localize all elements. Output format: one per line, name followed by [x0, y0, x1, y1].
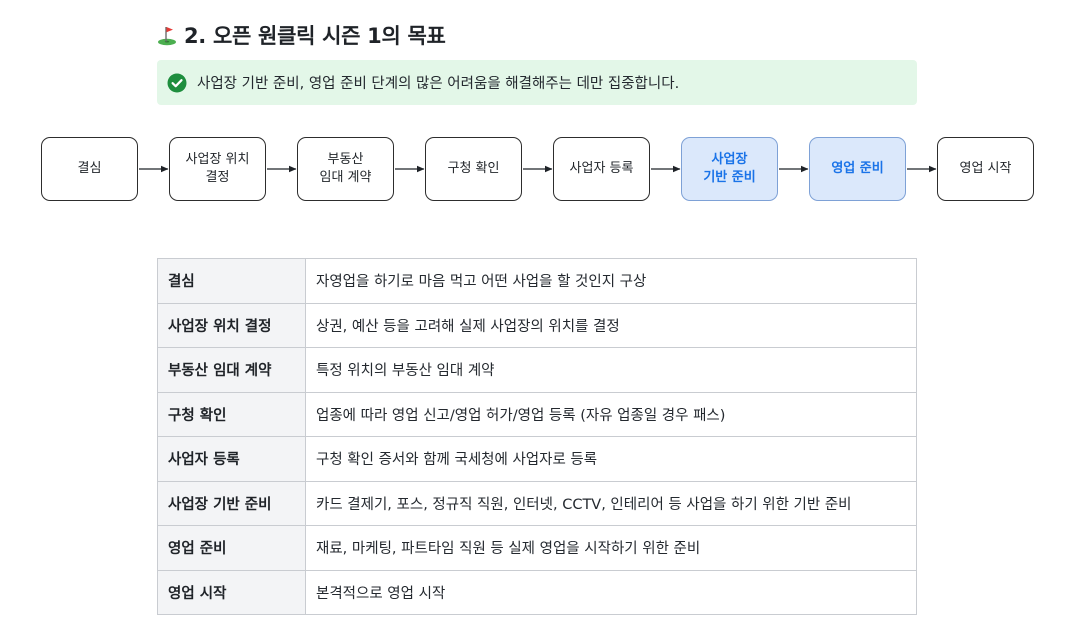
step-description-cell: 본격적으로 영업 시작: [305, 569, 917, 615]
flow-node: 부동산 임대 계약: [297, 137, 394, 201]
process-flow-diagram: 결심 사업장 위치 결정 부동산 임대 계약 구청 확인 사업자 등록 사업장 기반 준비…: [0, 0, 1074, 230]
flag-in-hole-icon: [158, 27, 176, 46]
step-name-cell: 사업자 등록: [157, 436, 306, 482]
page-title: 2. 오픈 원클릭 시즌 1의 목표: [184, 24, 446, 48]
flow-arrows: [139, 165, 937, 173]
step-description-cell: 업종에 따라 영업 신고/영업 허가/영업 등록 (자유 업종일 경우 패스): [305, 391, 917, 437]
flow-node: 영업 시작: [937, 137, 1034, 201]
step-description-cell: 구청 확인 증서와 함께 국세청에 사업자로 등록: [305, 436, 917, 482]
step-description-cell: 카드 결제기, 포스, 정규직 직원, 인터넷, CCTV, 인테리어 등 사업…: [305, 480, 917, 526]
step-name-cell: 영업 준비: [157, 525, 306, 571]
step-name-cell: 부동산 임대 계약: [157, 347, 306, 393]
flow-node: 구청 확인: [425, 137, 522, 201]
flow-node: 결심: [41, 137, 138, 201]
step-name-cell: 구청 확인: [157, 391, 306, 437]
flow-node: 영업 준비: [809, 137, 906, 201]
check-circle-icon: [167, 73, 187, 92]
callout-text: 사업장 기반 준비, 영업 준비 단계의 많은 어려움을 해결해주는 데만 집중…: [197, 76, 680, 92]
info-callout: 사업장 기반 준비, 영업 준비 단계의 많은 어려움을 해결해주는 데만 집중…: [157, 60, 917, 105]
step-name-cell: 사업장 기반 준비: [157, 480, 306, 526]
step-description-cell: 재료, 마케팅, 파트타임 직원 등 실제 영업을 시작하기 위한 준비: [305, 525, 917, 571]
step-name-cell: 결심: [157, 258, 306, 304]
section-heading: 2. 오픈 원클릭 시즌 1의 목표: [156, 20, 446, 50]
flow-node: 사업장 기반 준비: [681, 137, 778, 201]
step-name-cell: 영업 시작: [157, 569, 306, 615]
flow-node: 사업장 위치 결정: [169, 137, 266, 201]
step-description-cell: 상권, 예산 등을 고려해 실제 사업장의 위치를 결정: [305, 302, 917, 348]
step-description-cell: 자영업을 하기로 마음 먹고 어떤 사업을 할 것인지 구상: [305, 258, 917, 304]
step-name-cell: 사업장 위치 결정: [157, 302, 306, 348]
flow-node: 사업자 등록: [553, 137, 650, 201]
step-description-cell: 특정 위치의 부동산 임대 계약: [305, 347, 917, 393]
